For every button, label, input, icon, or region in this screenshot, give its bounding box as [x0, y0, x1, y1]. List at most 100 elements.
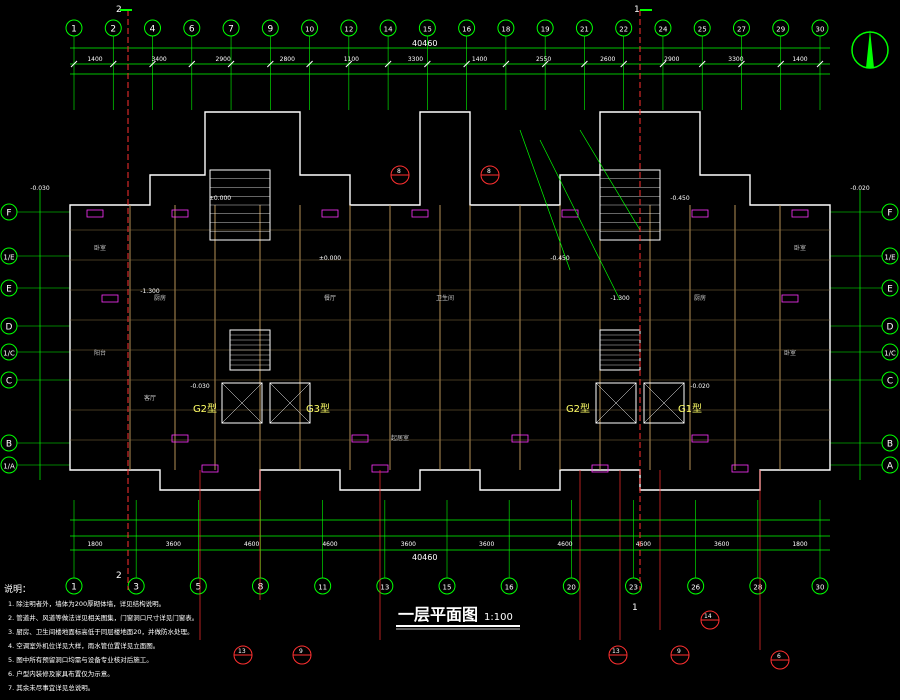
- axis-bubble-label: 21: [580, 26, 589, 34]
- unit-type-label: G2型: [193, 402, 217, 415]
- detail-callout: 13: [233, 645, 253, 665]
- axis-bubble-top: 12: [340, 19, 358, 37]
- elevation-mark: -0.030: [190, 383, 210, 390]
- axis-bubble-top: 25: [693, 19, 711, 37]
- dimension-text: 4600: [557, 541, 572, 548]
- axis-bubble-bottom: 15: [438, 577, 456, 595]
- north-arrow-icon: [851, 30, 889, 69]
- note-line: 5. 图中所有预留洞口均需与设备专业核对后施工。: [8, 655, 153, 664]
- callout-number: 9: [677, 648, 681, 655]
- detail-callout: 8: [480, 165, 500, 185]
- axis-bubble-left: D: [0, 317, 18, 335]
- axis-bubble-left: 1/E: [0, 247, 18, 265]
- elevation-mark: -0.020: [850, 185, 870, 192]
- axis-bubble-label: D: [6, 323, 13, 333]
- dimension-text: 4600: [244, 541, 259, 548]
- axis-bubble-label: 25: [698, 26, 707, 34]
- axis-bubble-bottom: 13: [376, 577, 394, 595]
- axis-bubble-label: 5: [195, 583, 201, 593]
- room-label: 客厅: [144, 394, 156, 402]
- elevator-cross: [221, 382, 263, 424]
- dimension-tick: [227, 60, 235, 68]
- unit-type-label: G1型: [678, 402, 702, 415]
- axis-bubble-bottom: 26: [687, 577, 705, 595]
- axis-bubble-label: 14: [384, 26, 393, 34]
- axis-bubble-label: E: [887, 285, 893, 295]
- axis-bubble-left: 1/A: [0, 456, 18, 474]
- axis-bubble-right: 1/C: [881, 343, 899, 361]
- axis-bubble-label: 10: [305, 26, 314, 34]
- window-tag: [101, 294, 119, 303]
- axis-bubble-top: 14: [379, 19, 397, 37]
- room-label: 卫生间: [436, 294, 454, 302]
- axis-bubble-top: 19: [536, 19, 554, 37]
- section-mark-label: 1: [634, 5, 640, 15]
- dimension-text: 2550: [536, 56, 551, 63]
- dimension-text: 3300: [408, 56, 423, 63]
- axis-bubble-right: 1/E: [881, 247, 899, 265]
- elevator-cross: [269, 382, 311, 424]
- axis-bubble-top: 21: [575, 19, 593, 37]
- drawing-title-block: 一层平面图 1:100: [396, 605, 520, 630]
- axis-bubble-label: 1/E: [3, 254, 14, 262]
- elevation-mark: -0.450: [550, 255, 570, 262]
- axis-bubble-left: F: [0, 203, 18, 221]
- axis-bubble-label: 6: [189, 25, 195, 35]
- axis-bubble-label: 1/E: [884, 254, 895, 262]
- dimension-tick: [149, 60, 156, 68]
- axis-bubble-top: 6: [183, 19, 201, 37]
- axis-bubble-label: E: [6, 285, 12, 295]
- axis-bubble-label: B: [887, 440, 893, 450]
- axis-bubble-top: 10: [301, 19, 319, 37]
- window-tag: [731, 464, 749, 473]
- axis-bubble-label: 12: [344, 26, 353, 34]
- axis-bubble-label: 11: [318, 584, 327, 592]
- dimension-tick: [816, 60, 824, 68]
- window-tag: [791, 209, 809, 218]
- axis-bubble-top: 15: [418, 19, 436, 37]
- detail-callout: 13: [608, 645, 628, 665]
- axis-bubble-label: 9: [267, 25, 273, 35]
- axis-bubble-label: 7: [228, 25, 234, 35]
- callout-number: 8: [397, 168, 401, 175]
- dimension-tick: [502, 60, 510, 68]
- dimension-text: 3600: [479, 541, 494, 548]
- axis-bubble-label: 15: [443, 584, 452, 592]
- drawing-scale: 1:100: [484, 612, 513, 623]
- elevator-cross: [643, 382, 685, 424]
- axis-bubble-label: 29: [776, 26, 785, 34]
- room-label: 起居室: [391, 434, 409, 442]
- window-tag: [691, 434, 709, 443]
- axis-bubble-bottom: 5: [189, 577, 207, 595]
- window-tag: [351, 434, 369, 443]
- axis-bubble-left: 1/C: [0, 343, 18, 361]
- axis-bubble-label: 30: [816, 26, 825, 34]
- room-label: 厨房: [154, 294, 166, 302]
- elevation-mark: -0.020: [690, 383, 710, 390]
- dimension-text: 1100: [344, 56, 359, 63]
- window-tag: [561, 209, 579, 218]
- elevation-mark: -0.030: [30, 185, 50, 192]
- axis-bubble-bottom: 8: [252, 577, 269, 595]
- callout-number: 6: [777, 653, 781, 660]
- axis-bubble-label: 30: [816, 584, 825, 592]
- window-tag: [321, 209, 339, 218]
- dimension-text: 1800: [792, 541, 807, 548]
- axis-bubble-top: 9: [261, 19, 279, 37]
- axis-bubble-bottom: 30: [811, 577, 829, 595]
- note-line: 3. 厨房、卫生间楼地面标高低于同层楼地面20，并做防水处理。: [8, 627, 194, 636]
- section-mark-label: 1: [632, 603, 638, 613]
- axis-bubble-left: E: [0, 279, 18, 297]
- axis-bubble-top: 2: [104, 19, 122, 37]
- axis-bubble-label: A: [887, 462, 894, 472]
- axis-bubble-label: F: [887, 209, 892, 219]
- wall-outline: [69, 111, 831, 491]
- dimension-tick: [384, 60, 392, 68]
- dimension-text: 2800: [280, 56, 295, 63]
- callout-number: 13: [238, 648, 246, 655]
- axis-bubble-label: D: [887, 323, 894, 333]
- axis-bubble-label: 15: [423, 26, 432, 34]
- elevation-mark: -1.300: [610, 295, 630, 302]
